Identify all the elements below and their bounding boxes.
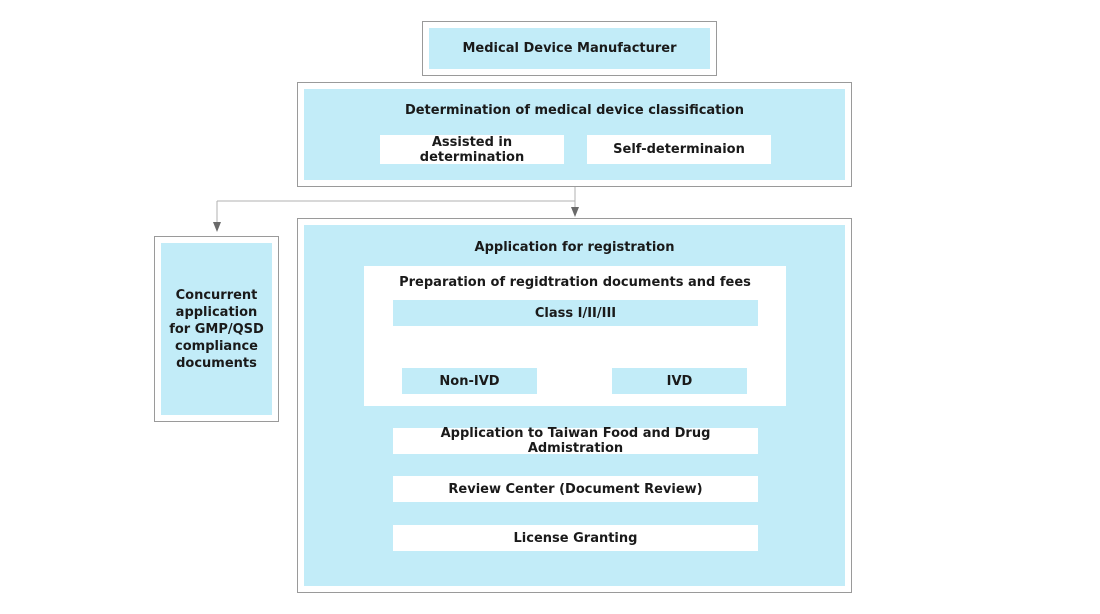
preparation-title: Preparation of regidtration documents an… (399, 275, 751, 290)
manufacturer-frame: Medical Device Manufacturer (422, 21, 717, 76)
step-license-granting: License Granting (393, 525, 758, 551)
class-box: Class I/II/III (393, 300, 758, 326)
concurrent-box: Concurrent application for GMP/QSD compl… (161, 243, 272, 415)
step-label: Application to Taiwan Food and Drug Admi… (440, 426, 711, 456)
manufacturer-box: Medical Device Manufacturer (429, 28, 710, 69)
step-review-center: Review Center (Document Review) (393, 476, 758, 502)
classification-option-label: Self-determinaion (613, 142, 745, 157)
branch-ivd: IVD (612, 368, 747, 394)
step-application-tfda: Application to Taiwan Food and Drug Admi… (393, 426, 758, 456)
step-label: License Granting (513, 530, 638, 546)
concurrent-frame: Concurrent application for GMP/QSD compl… (154, 236, 279, 422)
classification-frame: Determination of medical device classifi… (297, 82, 852, 187)
classification-option-assisted: Assisted in determination (380, 134, 564, 165)
branch-label: Non-IVD (439, 373, 500, 389)
classification-title: Determination of medical device classifi… (404, 103, 745, 118)
preparation-panel: Preparation of regidtration documents an… (364, 266, 786, 406)
classification-box: Determination of medical device classifi… (304, 89, 845, 180)
class-label: Class I/II/III (534, 305, 617, 321)
manufacturer-label: Medical Device Manufacturer (462, 41, 677, 56)
classification-option-self: Self-determinaion (587, 135, 771, 164)
concurrent-label: Concurrent application for GMP/QSD compl… (169, 287, 264, 371)
classification-option-label: Assisted in determination (419, 134, 525, 165)
registration-box: Application for registration Preparation… (304, 225, 845, 586)
registration-title: Application for registration (474, 240, 675, 255)
branch-non-ivd: Non-IVD (402, 368, 537, 394)
registration-frame: Application for registration Preparation… (297, 218, 852, 593)
branch-label: IVD (666, 373, 693, 389)
step-label: Review Center (Document Review) (448, 481, 703, 497)
